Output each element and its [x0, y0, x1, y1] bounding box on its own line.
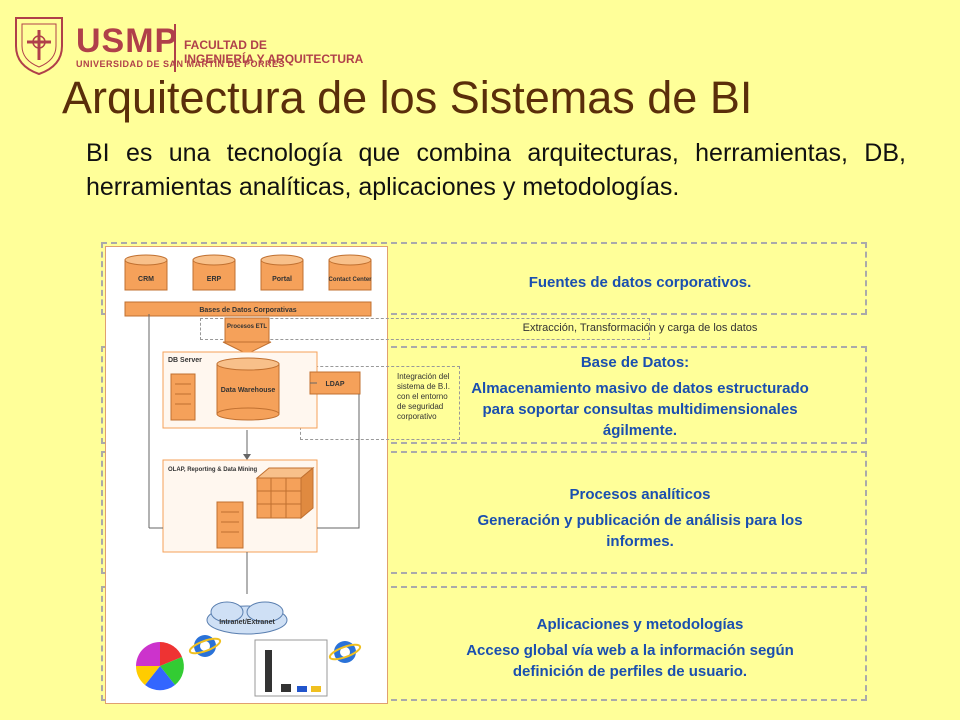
etl-caption: Extracción, Transformación y carga de lo… — [522, 322, 758, 334]
faculty-line-1: FACULTAD DE — [184, 38, 267, 52]
pie-chart-icon — [135, 642, 184, 691]
architecture-diagram: CRM ERP Portal Contact Center Bases de D… — [124, 254, 372, 697]
source-label: Portal — [272, 276, 292, 283]
source-portal: Portal — [260, 254, 304, 291]
warehouse-label: Data Warehouse — [221, 387, 276, 394]
db-server-label: DB Server — [168, 357, 202, 364]
faculty-line-2: INGENIERÍA Y ARQUITECTURA — [184, 52, 364, 66]
apps-layer-description: Acceso global vía web a la información s… — [466, 642, 794, 680]
feedback-line-right — [317, 394, 360, 529]
band-analytics — [101, 451, 867, 574]
network-label: Intranet/Extranet — [219, 619, 275, 626]
internet-explorer-icon — [188, 635, 222, 657]
apps-layer-title: Aplicaciones y metodologías — [536, 616, 744, 633]
etl-label: Procesos ETL — [227, 324, 267, 330]
analytics-layer-description: Generación y publicación de análisis par… — [477, 512, 803, 550]
sources-layer-title: Fuentes de datos corporativos. — [528, 274, 752, 291]
server-tower-icon — [170, 373, 196, 421]
integration-note: Integración del sistema de B.I. con el e… — [397, 372, 450, 421]
usmp-logo: USMP UNIVERSIDAD DE SAN MARTÍN DE PORRES… — [8, 8, 368, 78]
etl-arrow — [222, 341, 272, 355]
source-crm: CRM — [124, 254, 168, 291]
logo-faculty: FACULTAD DE INGENIERÍA Y ARQUITECTURA — [184, 38, 363, 66]
source-cylinders: CRM ERP Portal Contact Center — [124, 254, 372, 291]
db-layer-title: Base de Datos: — [580, 354, 690, 371]
source-label: ERP — [207, 276, 222, 283]
university-crest-icon — [15, 17, 63, 76]
analytics-server-icon — [216, 501, 244, 549]
analytics-layer-title: Procesos analíticos — [569, 486, 711, 503]
source-label: CRM — [138, 276, 154, 283]
band-database — [101, 346, 867, 444]
slide-title: Arquitectura de los Sistemas de BI — [62, 72, 753, 123]
logo-divider — [174, 24, 176, 72]
db-layer-description: Almacenamiento masivo de datos estructur… — [471, 380, 809, 439]
etl-box — [224, 317, 270, 343]
source-erp: ERP — [192, 254, 236, 291]
source-label: Contact Center — [328, 277, 372, 283]
ldap-label: LDAP — [325, 381, 344, 388]
data-warehouse-cylinder: Data Warehouse — [216, 357, 280, 421]
etl-dashed-box — [200, 318, 650, 340]
band-sources — [101, 242, 867, 315]
logo-subname: UNIVERSIDAD DE SAN MARTÍN DE PORRES — [76, 59, 286, 69]
corporate-db-bar — [124, 301, 372, 317]
arrow-head — [243, 454, 251, 460]
olap-cube-icon — [255, 466, 315, 520]
report-chart-icon — [254, 639, 328, 697]
band-applications — [101, 586, 867, 701]
logo-name: USMP — [76, 22, 179, 60]
corporate-db-label: Bases de Datos Corporativas — [199, 307, 296, 314]
source-contact-center: Contact Center — [328, 254, 372, 291]
slide-intro: BI es una tecnología que combina arquite… — [86, 139, 906, 201]
olap-label: OLAP, Reporting & Data Mining — [168, 467, 258, 473]
cloud-icon: Intranet/Extranet — [206, 601, 288, 635]
internet-explorer-icon-2 — [328, 641, 362, 663]
